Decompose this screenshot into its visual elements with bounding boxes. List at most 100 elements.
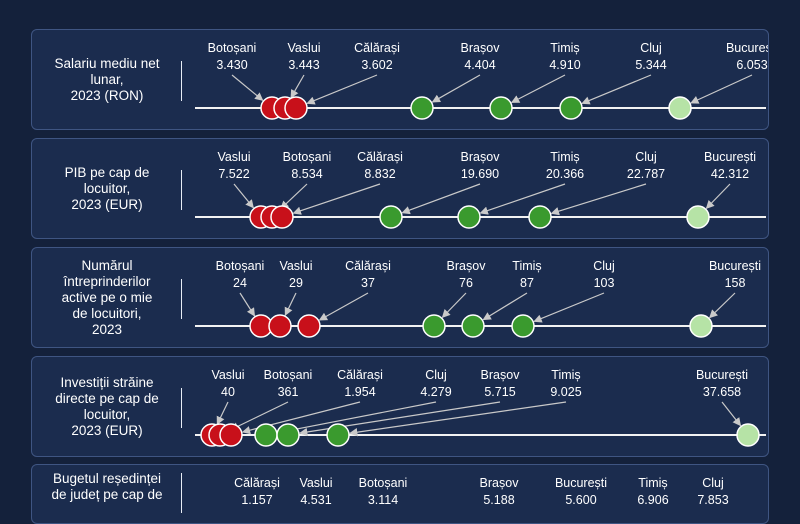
panel-title-line: de județ pe cap de — [51, 487, 163, 502]
panel-title-line: Bugetul reședinței — [52, 471, 162, 486]
data-point — [461, 314, 485, 338]
panel-title-line: 2023 — [91, 321, 123, 337]
title-separator — [181, 387, 182, 428]
leader-line — [276, 401, 437, 436]
value-label: 19.690 — [461, 167, 499, 181]
panel-title-line: active pe o mie — [61, 289, 153, 305]
value-label: 7.522 — [218, 167, 249, 181]
leader-line — [290, 74, 305, 99]
panel-title-line: locuitor, — [83, 180, 131, 196]
leader-line — [349, 401, 567, 437]
value-label: 4.910 — [549, 58, 580, 72]
county-label: București — [726, 41, 768, 55]
title-separator — [181, 278, 182, 319]
indicator-chart: Vaslui7.522Botoșani8.534Călărași8.832Bra… — [195, 150, 766, 229]
county-label: Botoșani — [216, 259, 265, 273]
leader-line — [239, 292, 256, 317]
leader-line — [533, 292, 605, 323]
panel-title-line: de locuitori, — [72, 305, 142, 321]
leader-line — [690, 74, 753, 104]
data-point — [297, 314, 321, 338]
leader-line — [581, 74, 652, 105]
value-label: 3.114 — [368, 493, 398, 507]
leader-line — [479, 183, 566, 215]
county-label: Călărași — [234, 476, 280, 490]
leader-line — [705, 183, 731, 209]
county-label: Cluj — [593, 259, 615, 273]
value-label: 5.344 — [635, 58, 666, 72]
county-label: Timiș — [638, 476, 667, 490]
leader-line — [233, 183, 254, 209]
value-label: 20.366 — [546, 167, 584, 181]
value-label: 40 — [221, 385, 235, 399]
county-label: Brașov — [461, 41, 501, 55]
county-label: Vaslui — [299, 476, 332, 490]
leader-line — [284, 292, 297, 316]
leader-line — [401, 183, 481, 215]
data-point — [528, 205, 552, 229]
county-label: București — [704, 150, 756, 164]
value-label: 4.404 — [464, 58, 495, 72]
value-label: 3.443 — [288, 58, 319, 72]
title-separator — [181, 169, 182, 210]
title-separator — [181, 473, 182, 513]
value-label: 158 — [725, 276, 746, 290]
panel-title-line: PIB pe cap de — [64, 164, 150, 180]
panel-title-line: 2023 (EUR) — [71, 422, 143, 438]
county-label: Botoșani — [359, 476, 408, 490]
county-label: Cluj — [635, 150, 657, 164]
county-label: Timiș — [550, 41, 579, 55]
county-label: Vaslui — [211, 368, 244, 382]
value-label: 4.279 — [420, 385, 451, 399]
value-label: 6.906 — [637, 493, 668, 507]
value-label: 3.430 — [216, 58, 247, 72]
data-point — [736, 423, 760, 447]
county-label: Brașov — [447, 259, 487, 273]
county-label: Călărași — [345, 259, 391, 273]
data-point — [559, 96, 583, 120]
value-label: 1.954 — [344, 385, 375, 399]
value-label: 5.188 — [483, 493, 514, 507]
value-label: 5.600 — [565, 493, 596, 507]
value-label: 37 — [361, 276, 375, 290]
leader-line — [510, 74, 566, 104]
panel-title-line: Salariu mediu net — [54, 55, 160, 71]
value-label: 8.534 — [291, 167, 322, 181]
panel-title-line: întreprinderilor — [63, 273, 151, 289]
data-point — [686, 205, 710, 229]
county-label: Călărași — [357, 150, 403, 164]
data-point — [268, 314, 292, 338]
value-label: 6.053 — [736, 58, 767, 72]
county-label: București — [555, 476, 607, 490]
county-label: Călărași — [354, 41, 400, 55]
data-point — [511, 314, 535, 338]
leader-line — [482, 292, 528, 321]
value-label: 8.832 — [364, 167, 395, 181]
data-point — [270, 205, 294, 229]
data-point — [219, 423, 243, 447]
indicator-chart: Vaslui40Botoșani361Călărași1.954Cluj4.27… — [195, 368, 766, 447]
value-label: 22.787 — [627, 167, 665, 181]
value-label: 3.602 — [361, 58, 392, 72]
data-point — [422, 314, 446, 338]
data-point — [379, 205, 403, 229]
value-label: 1.157 — [241, 493, 272, 507]
panel-title-line: directe pe cap de — [55, 390, 159, 406]
county-label: București — [709, 259, 761, 273]
data-point — [689, 314, 713, 338]
data-point — [410, 96, 434, 120]
value-label: 42.312 — [711, 167, 749, 181]
panel-title-line: locuitor, — [83, 406, 131, 422]
leader-line — [292, 183, 381, 215]
value-label: 4.531 — [300, 493, 331, 507]
value-label: 361 — [278, 385, 299, 399]
data-point — [668, 96, 692, 120]
panel-title-line: 2023 (EUR) — [71, 196, 143, 212]
data-point — [457, 205, 481, 229]
